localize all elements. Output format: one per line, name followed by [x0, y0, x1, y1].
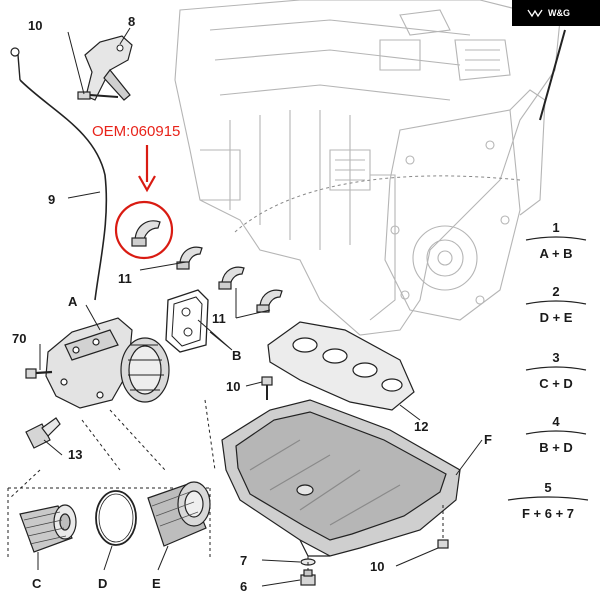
piston-cooling-jet: [176, 246, 203, 270]
legend-entry: 5 F + 6 + 7: [507, 480, 589, 521]
baffle-bolt: [261, 376, 273, 400]
dashed-outline: [234, 175, 521, 233]
callout-b: B: [232, 348, 241, 363]
callout-e: E: [152, 576, 161, 591]
callout-8: 8: [128, 14, 135, 29]
kit-legend: 1 A + B 2 D + E 3 C + D 4 B + D 5 F + 6 …: [507, 220, 589, 521]
legend-brace: [525, 300, 587, 305]
callout-70: 70: [12, 331, 26, 346]
callout-c: C: [32, 576, 42, 591]
legend-number: 5: [544, 480, 551, 495]
oil-baffle-plate: [267, 321, 415, 411]
legend-brace: [525, 430, 587, 435]
dipstick-bracket: [84, 35, 133, 101]
legend-entry: 4 B + D: [525, 414, 587, 455]
callout-7: 7: [240, 553, 247, 568]
piston-cooling-jet: [256, 289, 283, 313]
oem-part-note: OEM:060915: [92, 123, 180, 140]
legend-formula: F + 6 + 7: [522, 506, 574, 521]
oil-filter-housing-assembly: [45, 317, 170, 409]
callout-12: 12: [414, 419, 428, 434]
watermark-text: W&G: [548, 8, 570, 18]
callout-13: 13: [68, 447, 82, 462]
callout-9: 9: [48, 192, 55, 207]
legend-brace: [525, 236, 587, 241]
legend-number: 2: [552, 284, 559, 299]
legend-formula: A + B: [539, 246, 572, 261]
dipstick-handle: [14, 54, 21, 81]
oil-filter-cap: [147, 481, 211, 547]
rod: [539, 29, 566, 121]
callout-f: F: [484, 432, 492, 447]
callout-11-left: 11: [118, 271, 132, 286]
piston-cooling-jet: [131, 220, 161, 247]
legend-number: 4: [552, 414, 560, 429]
brand-logo-icon: [527, 9, 543, 18]
callout-6: 6: [240, 579, 247, 594]
highlight-arrow-head: [138, 175, 156, 193]
callout-d: D: [98, 576, 107, 591]
oil-filter-housing-gasket: [165, 289, 209, 353]
legend-formula: C + D: [539, 376, 573, 391]
engine-block: [174, 0, 561, 336]
oil-filter-element: [19, 504, 77, 553]
legend-formula: B + D: [539, 440, 573, 455]
callout-10-top: 10: [28, 18, 42, 33]
drain-plug: [300, 569, 316, 586]
dipstick-tube: [19, 79, 108, 301]
legend-number: 3: [552, 350, 559, 365]
highlight-circle: [114, 200, 174, 260]
legend-brace: [507, 496, 589, 501]
dipstick-ring: [10, 47, 20, 57]
legend-entry: 1 A + B: [525, 220, 587, 261]
piston-cooling-jet: [218, 266, 245, 290]
legend-entry: 3 C + D: [525, 350, 587, 391]
callout-11-right: 11: [212, 311, 226, 326]
callout-a: A: [68, 294, 78, 309]
oil-pressure-sensor: [25, 417, 61, 449]
callout-10-bottom: 10: [370, 559, 384, 574]
legend-brace: [525, 366, 587, 371]
housing-bolt: [25, 368, 53, 379]
watermark-badge: W&G: [512, 0, 600, 26]
legend-formula: D + E: [540, 310, 573, 325]
oil-pan: [221, 399, 461, 557]
leader-lines: [37, 27, 483, 587]
legend-number: 1: [552, 220, 559, 235]
filter-dashed-guides: [9, 399, 216, 499]
legend-entry: 2 D + E: [525, 284, 587, 325]
o-ring-seal: [95, 490, 137, 546]
o-ring-seal-inner: [98, 493, 134, 543]
oil-pan-bolt: [437, 505, 449, 549]
callout-10-mid: 10: [226, 379, 240, 394]
